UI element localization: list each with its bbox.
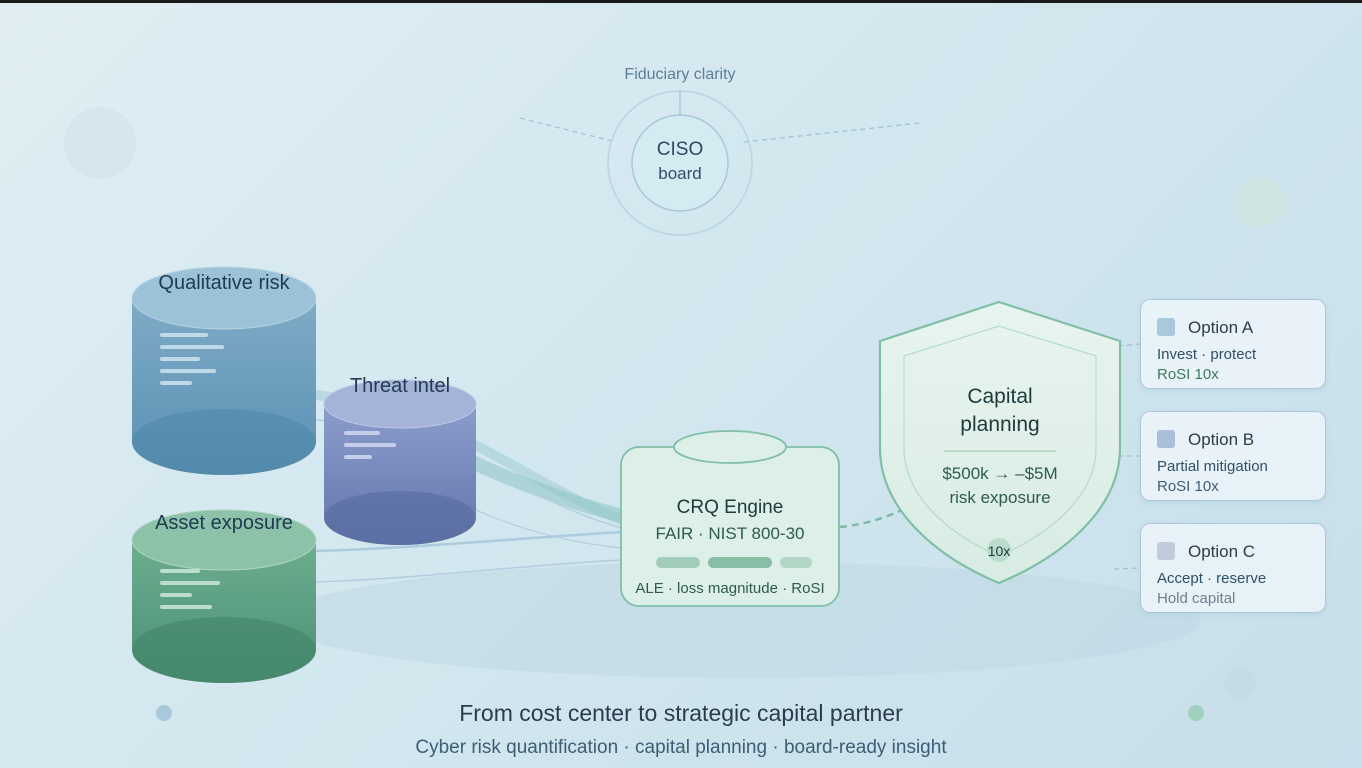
board-label: board: [658, 164, 701, 183]
qualitative-risk-label: Qualitative risk: [158, 272, 290, 294]
asset-exposure-cylinder: [131, 509, 317, 683]
option-c-title: Option C: [1188, 542, 1256, 561]
option-card-c: Option C Accept · reserve Hold capital: [1140, 523, 1326, 613]
diagram-svg: Fiduciary clarity CISO board: [64, 66, 1284, 721]
option-a-metric: RoSI 10x: [1157, 366, 1219, 383]
option-c-swatch: [1157, 542, 1175, 560]
option-c-desc: Accept · reserve: [1157, 570, 1267, 587]
risk-range: $500k → –$5M: [942, 464, 1057, 483]
option-b-title: Option B: [1188, 430, 1255, 449]
option-card-a: Option A Invest · protect RoSI 10x: [1140, 299, 1326, 389]
caption-title: From cost center to strategic capital pa…: [459, 700, 903, 726]
qualitative-risk-cylinder: [131, 266, 317, 475]
capital-planning-title-1: Capital: [967, 385, 1032, 408]
fiduciary-caption: Fiduciary clarity: [624, 66, 735, 83]
crq-engine-subtitle: FAIR · NIST 800-30: [656, 524, 805, 543]
option-b-swatch: [1157, 430, 1175, 448]
capital-planning-shield: [878, 300, 1122, 585]
caption-subtitle: Cyber risk quantification · capital plan…: [415, 737, 947, 758]
capital-planning-title-2: planning: [960, 413, 1039, 436]
crq-engine-footer: ALE · loss magnitude · RoSI: [635, 580, 824, 597]
ciso-label: CISO: [657, 139, 703, 160]
crq-engine-node: [620, 430, 840, 607]
option-card-b: Option B Partial mitigation RoSI 10x: [1140, 411, 1326, 501]
option-b-desc: Partial mitigation: [1157, 458, 1268, 475]
diagram-canvas: Fiduciary clarity CISO board: [0, 3, 1362, 768]
crq-engine-title: CRQ Engine: [677, 497, 784, 518]
option-a-swatch: [1157, 318, 1175, 336]
asset-exposure-label: Asset exposure: [155, 512, 293, 534]
multiplier-badge: 10x: [988, 543, 1011, 559]
background-decor: [64, 107, 1284, 721]
option-c-metric: Hold capital: [1157, 590, 1236, 607]
option-a-desc: Invest · protect: [1157, 346, 1257, 363]
risk-range-label: risk exposure: [949, 488, 1050, 507]
threat-intel-label: Threat intel: [350, 375, 450, 397]
option-b-metric: RoSI 10x: [1157, 478, 1219, 495]
option-a-title: Option A: [1188, 318, 1254, 337]
threat-intel-cylinder: [323, 379, 477, 545]
ciso-board-node: [519, 90, 921, 236]
